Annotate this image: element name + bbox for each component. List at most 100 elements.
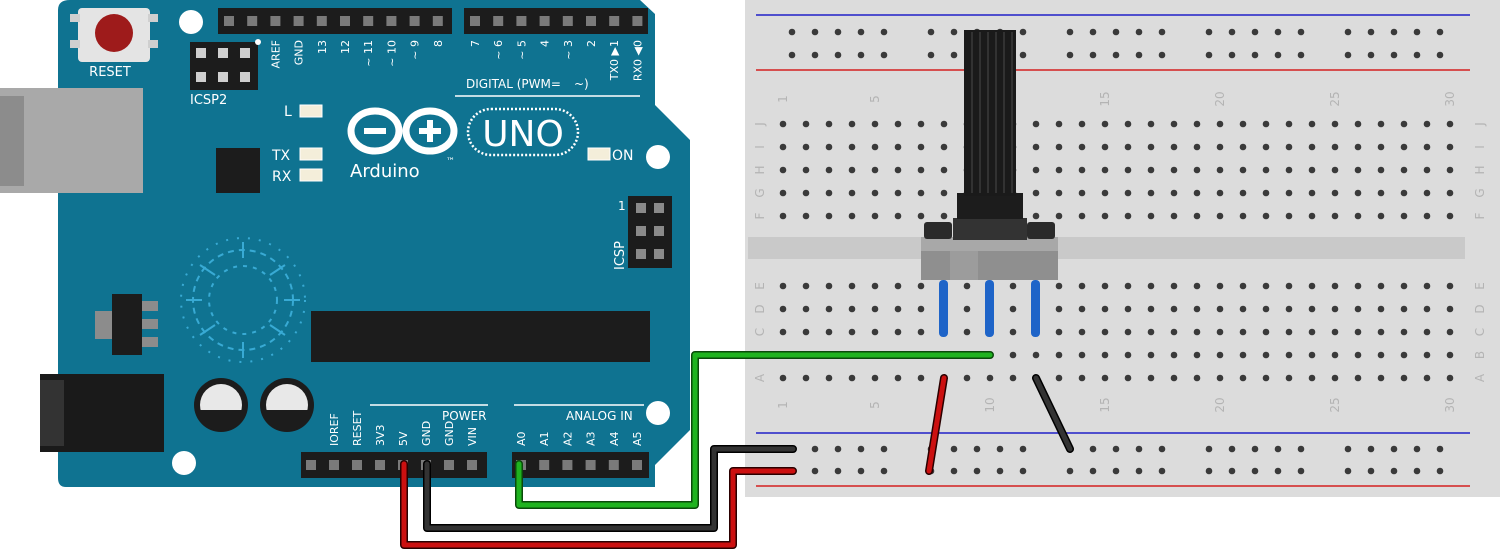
rail-hole <box>950 467 958 475</box>
rail-hole <box>1274 28 1282 36</box>
rail-hole <box>1251 51 1259 59</box>
mounting-hole <box>646 145 670 169</box>
column-number: 5 <box>868 401 882 409</box>
breadboard-hole <box>1101 305 1109 313</box>
breadboard-hole <box>825 374 833 382</box>
breadboard-hole <box>1101 351 1109 359</box>
breadboard-hole <box>779 143 787 151</box>
rail-hole <box>1436 28 1444 36</box>
breadboard-hole <box>1262 166 1270 174</box>
breadboard-hole <box>802 328 810 336</box>
header-pin <box>539 460 550 470</box>
breadboard-hole <box>1331 143 1339 151</box>
breadboard-hole <box>1101 212 1109 220</box>
row-letter: C <box>1473 328 1487 336</box>
voltage-regulator <box>112 294 142 355</box>
breadboard-hole <box>1170 328 1178 336</box>
breadboard-hole <box>917 305 925 313</box>
breadboard-hole <box>1124 120 1132 128</box>
icsp-label: ICSP <box>613 241 628 270</box>
breadboard-hole <box>1423 351 1431 359</box>
breadboard-hole <box>1285 143 1293 151</box>
capacitor <box>194 378 248 432</box>
breadboard-hole <box>1032 212 1040 220</box>
breadboard-hole <box>871 189 879 197</box>
header-pin <box>329 460 339 470</box>
row-letter: F <box>753 212 767 219</box>
rail-hole <box>857 467 865 475</box>
breadboard-hole <box>825 120 833 128</box>
breadboard-hole <box>1055 282 1063 290</box>
rail-hole <box>1344 28 1352 36</box>
rail-hole <box>788 28 796 36</box>
breadboard-hole <box>963 305 971 313</box>
breadboard-hole <box>1308 374 1316 382</box>
rail-hole <box>857 445 865 453</box>
breadboard-hole <box>1078 143 1086 151</box>
column-number: 1 <box>776 95 790 103</box>
breadboard-hole <box>1078 282 1086 290</box>
header-pin <box>306 460 316 470</box>
breadboard-hole <box>1147 166 1155 174</box>
rail-hole <box>834 28 842 36</box>
breadboard-hole <box>802 166 810 174</box>
breadboard-hole <box>871 328 879 336</box>
breadboard-hole <box>1124 328 1132 336</box>
rail-hole <box>1019 467 1027 475</box>
breadboard-hole <box>1055 305 1063 313</box>
breadboard-hole <box>1285 351 1293 359</box>
breadboard-hole <box>1331 305 1339 313</box>
header-pin <box>409 16 420 26</box>
breadboard-hole <box>1078 305 1086 313</box>
row-letter: J <box>753 122 767 127</box>
breadboard-hole <box>1423 305 1431 313</box>
breadboard-hole <box>1124 166 1132 174</box>
header-pin <box>363 16 374 26</box>
analog-header <box>512 452 649 478</box>
breadboard-hole <box>1400 328 1408 336</box>
rail-hole <box>996 445 1004 453</box>
breadboard-hole <box>1262 212 1270 220</box>
row-letter: D <box>753 304 767 313</box>
breadboard-hole <box>1193 212 1201 220</box>
breadboard-hole <box>1377 212 1385 220</box>
led-tx-label: TX <box>271 148 291 164</box>
rail-hole <box>973 445 981 453</box>
breadboard-hole <box>1423 189 1431 197</box>
reset-button[interactable] <box>95 14 133 52</box>
breadboard-hole <box>1354 166 1362 174</box>
usb-chip <box>216 148 260 193</box>
breadboard-hole <box>1147 351 1155 359</box>
pin-label: 13 <box>316 40 329 54</box>
rail-hole <box>1205 445 1213 453</box>
breadboard-hole <box>848 282 856 290</box>
breadboard-hole <box>1055 166 1063 174</box>
pot-leg <box>985 280 994 337</box>
icsp2-label: ICSP2 <box>190 93 227 108</box>
breadboard-hole <box>1308 212 1316 220</box>
column-number: 15 <box>1098 397 1112 412</box>
breadboard-hole <box>779 305 787 313</box>
breadboard-hole <box>802 120 810 128</box>
rail-hole <box>1228 445 1236 453</box>
breadboard-hole <box>1170 143 1178 151</box>
rail-hole <box>834 445 842 453</box>
header-pin <box>562 16 573 26</box>
row-letter: A <box>753 373 767 382</box>
rail-hole <box>880 445 888 453</box>
rail-hole <box>1274 467 1282 475</box>
breadboard-hole <box>1331 282 1339 290</box>
breadboard-hole <box>1377 305 1385 313</box>
breadboard-hole <box>1308 166 1316 174</box>
rail-hole <box>1135 467 1143 475</box>
column-number: 20 <box>1213 91 1227 106</box>
header-pin <box>316 16 327 26</box>
breadboard-hole <box>1216 189 1224 197</box>
column-number: 30 <box>1443 91 1457 106</box>
rail-hole <box>1413 467 1421 475</box>
rail-hole <box>1344 51 1352 59</box>
breadboard-hole <box>963 374 971 382</box>
breadboard-hole <box>1377 282 1385 290</box>
breadboard-hole <box>1147 189 1155 197</box>
